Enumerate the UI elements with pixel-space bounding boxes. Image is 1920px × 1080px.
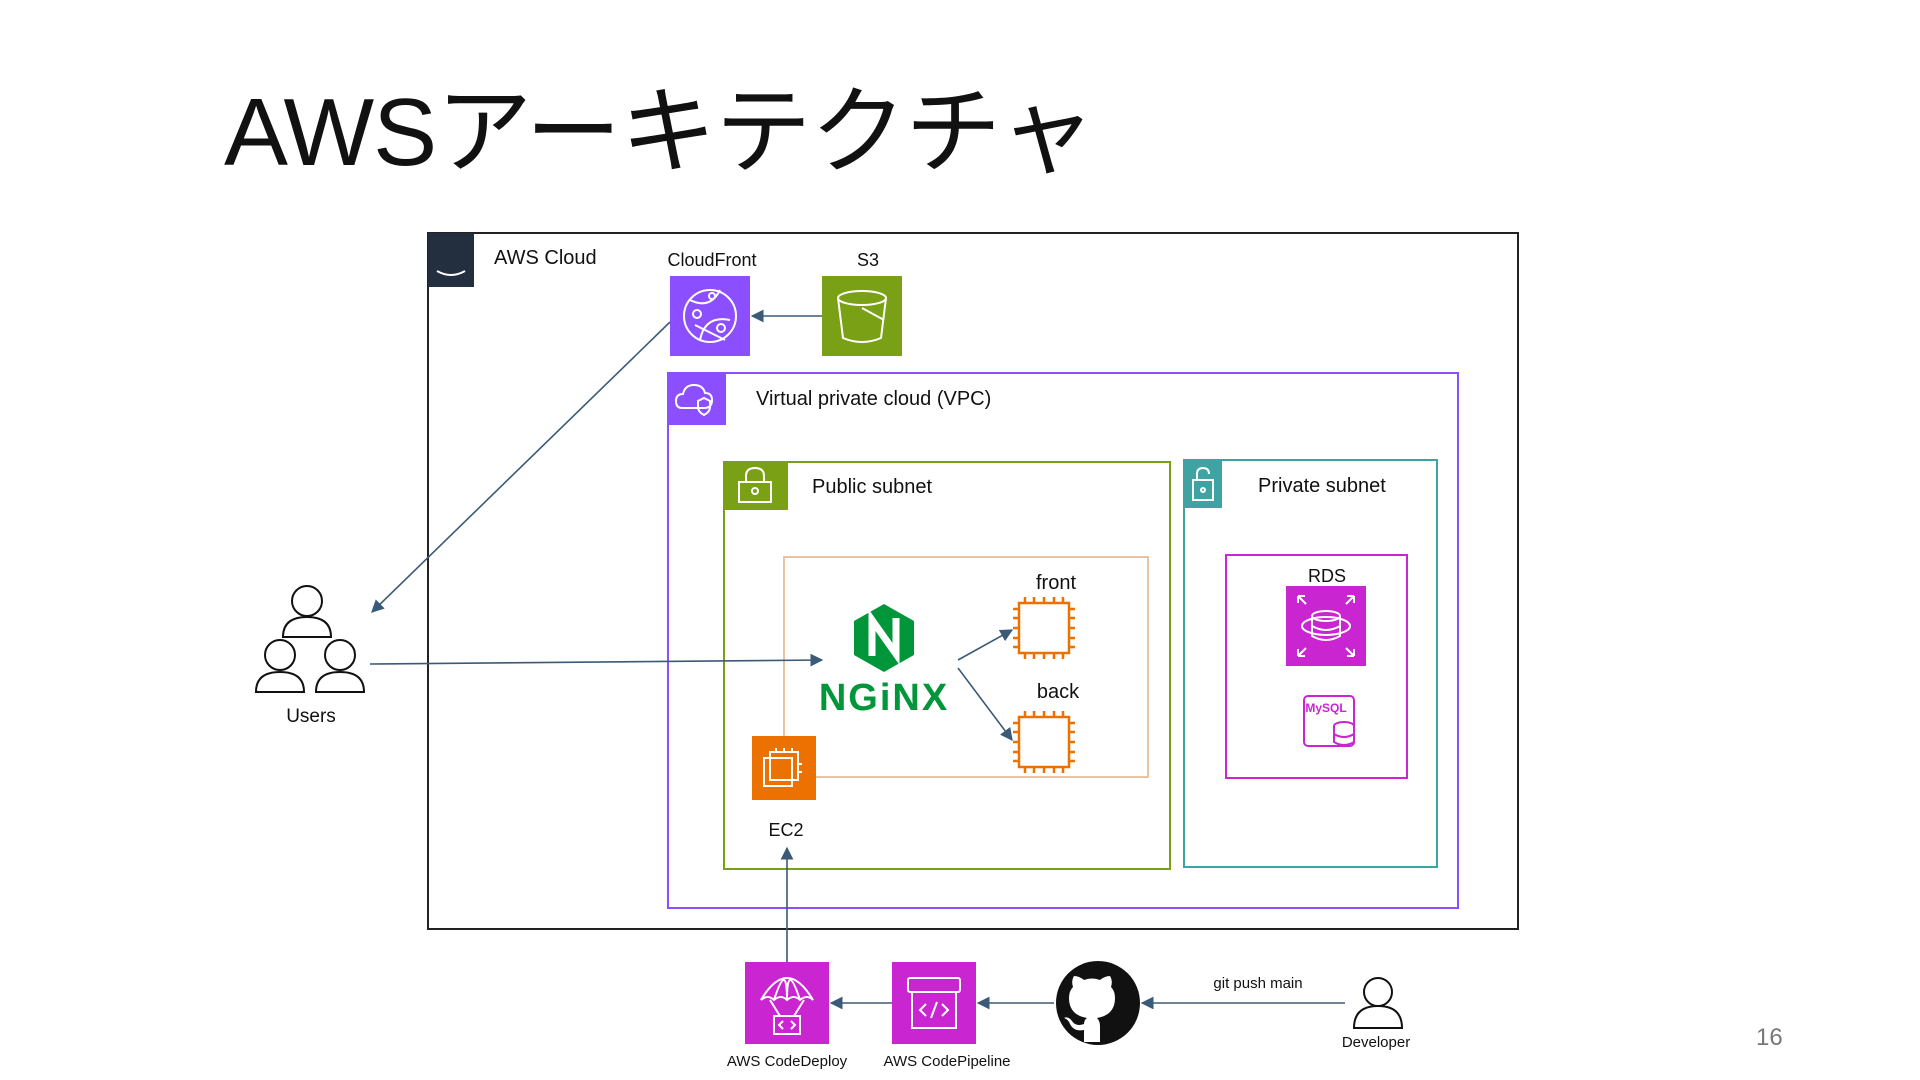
public-subnet-group bbox=[723, 461, 1171, 870]
unlock-icon bbox=[1192, 466, 1214, 501]
aws-cloud-label: AWS Cloud bbox=[494, 247, 597, 269]
github-icon bbox=[1056, 961, 1140, 1045]
s3-label: S3 bbox=[856, 250, 880, 270]
private-subnet-group bbox=[1183, 459, 1438, 868]
private-subnet-label: Private subnet bbox=[1258, 475, 1386, 497]
developer-label: Developer bbox=[1341, 1034, 1411, 1051]
users-label: Users bbox=[286, 706, 336, 727]
back-instance-icon bbox=[1013, 711, 1075, 773]
codepipeline-icon bbox=[892, 962, 976, 1044]
codepipeline-label: AWS CodePipeline bbox=[883, 1053, 1011, 1070]
container-box bbox=[783, 556, 1149, 778]
users-icon bbox=[254, 585, 366, 693]
nginx-to-back-arrow bbox=[957, 667, 1013, 742]
vpc-cloud-icon bbox=[674, 383, 714, 417]
cloudfront-label: CloudFront bbox=[667, 250, 757, 270]
nginx-to-front-arrow bbox=[957, 629, 1014, 661]
mysql-label: MySQL bbox=[1305, 701, 1346, 715]
vpc-label: Virtual private cloud (VPC) bbox=[756, 388, 992, 410]
rds-icon bbox=[1286, 586, 1366, 666]
s3-bucket-icon bbox=[822, 276, 902, 356]
git-push-label: git push main bbox=[1213, 975, 1303, 992]
front-instance-icon bbox=[1013, 597, 1075, 659]
front-label: front bbox=[1035, 572, 1077, 594]
users-to-nginx-arrow bbox=[369, 653, 824, 667]
aws-logo-badge bbox=[428, 233, 474, 287]
page-title: AWSアーキテクチャ bbox=[224, 79, 1095, 186]
public-subnet-label: Public subnet bbox=[812, 476, 933, 498]
lock-icon bbox=[738, 466, 772, 503]
ec2-icon bbox=[752, 736, 816, 800]
nginx-wordmark: NGiNX bbox=[819, 677, 949, 719]
rds-label: RDS bbox=[1307, 566, 1347, 586]
connections bbox=[369, 309, 1345, 1010]
page-number: 16 bbox=[1756, 1024, 1783, 1051]
aws-smile-icon bbox=[436, 270, 466, 276]
cloudfront-icon bbox=[670, 276, 750, 356]
back-label: back bbox=[1036, 681, 1080, 703]
ec2-label: EC2 bbox=[768, 820, 804, 840]
cloudfront-to-users-arrow bbox=[371, 321, 671, 613]
mysql-icon: MySQL bbox=[1303, 695, 1355, 747]
vpc-badge bbox=[668, 373, 726, 425]
vpc-group bbox=[667, 372, 1459, 909]
developer-icon bbox=[1352, 977, 1404, 1029]
nginx-logo: NGiNX bbox=[819, 604, 949, 719]
aws-logo-text: aws bbox=[480, 247, 509, 264]
aws-cloud-group bbox=[427, 232, 1519, 930]
codedeploy-label: AWS CodeDeploy bbox=[726, 1053, 848, 1070]
rds-group bbox=[1225, 554, 1408, 779]
codedeploy-icon bbox=[745, 962, 829, 1044]
